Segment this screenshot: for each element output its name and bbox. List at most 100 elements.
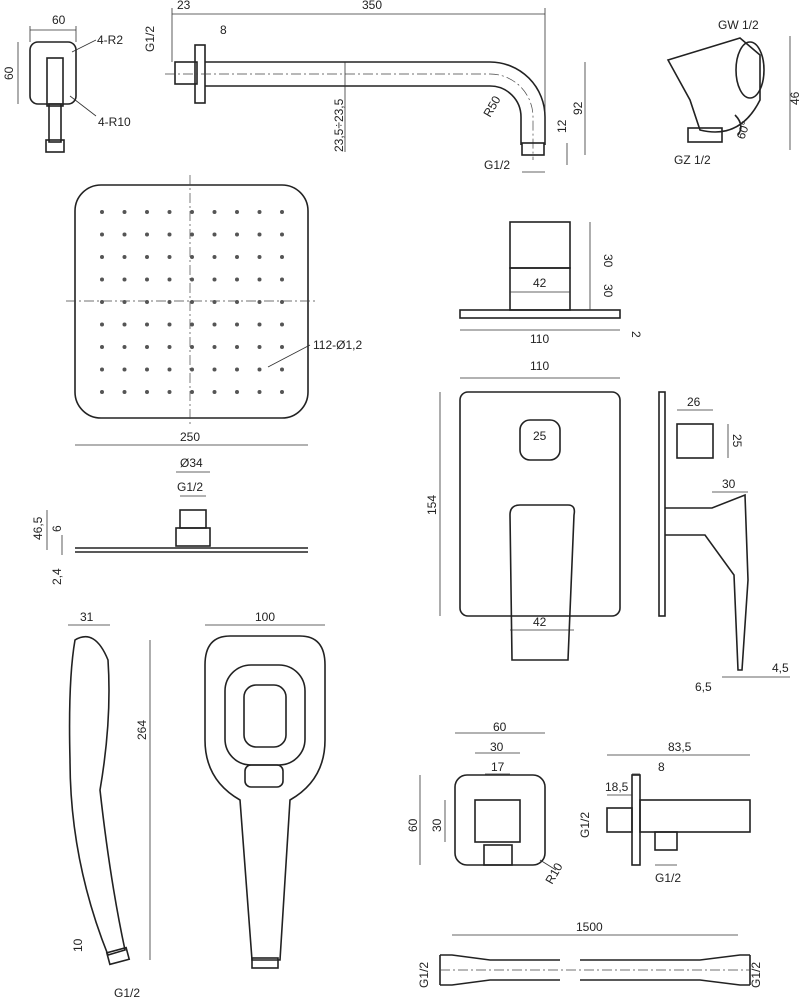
dim-label: G1/2 bbox=[417, 962, 431, 988]
nozzle-dot bbox=[190, 277, 194, 282]
nozzle-dot bbox=[235, 300, 239, 304]
nozzle-dot bbox=[100, 277, 104, 282]
nozzle-dot bbox=[280, 322, 284, 327]
nozzle-dot bbox=[100, 390, 104, 394]
dim-label: G1/2 bbox=[143, 26, 157, 52]
dim-label: 10 bbox=[71, 938, 85, 952]
wall-elbow-drawing: 60 4-R2 60 4-R10 bbox=[2, 13, 131, 153]
nozzle-dot bbox=[190, 255, 194, 259]
dim-label: 17 bbox=[491, 760, 505, 774]
dim-label: 12 bbox=[555, 119, 569, 133]
dim-label: 6 bbox=[50, 525, 64, 532]
nozzle-dot bbox=[257, 345, 262, 349]
nozzle-dot bbox=[280, 255, 284, 259]
nozzle-dot bbox=[235, 277, 239, 282]
nozzle-dot bbox=[235, 210, 239, 214]
nozzle-dot bbox=[145, 277, 149, 282]
nozzle-dot bbox=[235, 390, 239, 394]
dim-label: 18,5 bbox=[605, 780, 629, 794]
hose-drawing: 1500 G1/2 G1/2 bbox=[417, 920, 763, 988]
nozzle-dot bbox=[190, 345, 194, 349]
dim-label: 2,4 bbox=[50, 568, 64, 585]
dim-label: 30 bbox=[722, 477, 736, 491]
nozzle-dot bbox=[167, 210, 172, 214]
diverter-side-drawing: 26 25 30 4,5 6,5 bbox=[658, 391, 790, 694]
dim-label: 30 bbox=[490, 740, 504, 754]
dim-label: G1/2 bbox=[114, 986, 140, 1000]
dim-label: 46,5 bbox=[31, 516, 45, 540]
dim-label: 23 bbox=[177, 0, 191, 12]
shower-arm-drawing: 23 350 8 G1/2 23,5÷23,5 R50 92 12 G1/2 bbox=[143, 0, 586, 173]
dim-label: 60 bbox=[52, 13, 66, 27]
dim-label: 110 bbox=[530, 332, 549, 346]
dim-label: 83,5 bbox=[668, 740, 692, 754]
rain-head-top-drawing: 112-Ø1,2 250 bbox=[66, 175, 362, 446]
nozzle-dot bbox=[145, 390, 149, 394]
nozzle-dot bbox=[212, 232, 217, 237]
dim-label: 2 bbox=[629, 331, 643, 338]
dim-label: 31 bbox=[80, 610, 94, 624]
nozzle-dot bbox=[100, 210, 104, 214]
nozzle-dot bbox=[145, 367, 149, 372]
nozzle-dot bbox=[122, 300, 127, 304]
nozzle-dot bbox=[122, 277, 127, 282]
nozzle-dot bbox=[280, 367, 284, 372]
wall-outlet-side-drawing: 83,5 8 18,5 G1/2 G1/2 bbox=[578, 740, 751, 885]
nozzle-dot bbox=[280, 277, 284, 282]
nozzle-dot bbox=[145, 322, 149, 327]
nozzle-dot bbox=[145, 210, 149, 214]
dim-label: 46 bbox=[788, 91, 801, 105]
nozzle-dot bbox=[212, 390, 217, 394]
nozzle-dot bbox=[257, 255, 262, 259]
dim-label: 350 bbox=[362, 0, 382, 12]
nozzle-dot bbox=[280, 232, 284, 237]
dim-label: 26 bbox=[687, 395, 701, 409]
dim-label: 30 bbox=[601, 254, 615, 268]
nozzle-dot bbox=[167, 345, 172, 349]
nozzle-dot bbox=[190, 300, 194, 304]
dim-label: 60 bbox=[406, 818, 420, 832]
diverter-front-drawing: 110 154 25 42 bbox=[425, 359, 621, 661]
nozzle-dot bbox=[190, 232, 194, 237]
nozzle-dot bbox=[257, 300, 262, 304]
nozzle-dot bbox=[257, 210, 262, 214]
nozzle-dot bbox=[122, 210, 127, 214]
nozzle-dot bbox=[212, 255, 217, 259]
dim-label: GZ 1/2 bbox=[674, 153, 711, 167]
nozzle-dot bbox=[122, 232, 127, 237]
dim-label: 42 bbox=[533, 276, 547, 290]
nozzle-dot bbox=[167, 322, 172, 327]
hand-shower-side-drawing: 31 264 10 G1/2 bbox=[68, 610, 151, 1000]
hand-shower-front-drawing: 100 bbox=[204, 610, 326, 969]
swivel-elbow-drawing: GW 1/2 46 60° GZ 1/2 bbox=[666, 18, 801, 167]
dim-label: 60° bbox=[734, 119, 753, 141]
dim-label: 250 bbox=[180, 430, 200, 444]
nozzle-dot bbox=[167, 367, 172, 372]
nozzle-dot bbox=[280, 390, 284, 394]
nozzle-dot bbox=[212, 300, 217, 304]
dim-label: 25 bbox=[730, 434, 744, 448]
dim-label: 23,5÷23,5 bbox=[332, 98, 346, 152]
nozzle-dot bbox=[235, 345, 239, 349]
nozzle-dot bbox=[100, 322, 104, 327]
dim-label: G1/2 bbox=[484, 158, 510, 172]
dim-label: 1500 bbox=[576, 920, 603, 934]
nozzle-dot bbox=[122, 322, 127, 327]
nozzle-dot bbox=[145, 255, 149, 259]
nozzle-dot bbox=[280, 210, 284, 214]
nozzle-dot bbox=[190, 390, 194, 394]
nozzle-dot bbox=[190, 367, 194, 372]
dim-label: 8 bbox=[658, 760, 665, 774]
nozzle-dot bbox=[167, 300, 172, 304]
dim-label: G1/2 bbox=[177, 480, 203, 494]
dim-label: 42 bbox=[533, 615, 547, 629]
nozzle-dot bbox=[122, 390, 127, 394]
dim-label: 264 bbox=[135, 720, 149, 740]
nozzle-dot bbox=[100, 367, 104, 372]
nozzle-dot bbox=[167, 255, 172, 259]
nozzle-dot bbox=[235, 367, 239, 372]
nozzle-dot bbox=[280, 345, 284, 349]
diverter-top-drawing: 30 42 30 110 2 bbox=[459, 221, 643, 346]
